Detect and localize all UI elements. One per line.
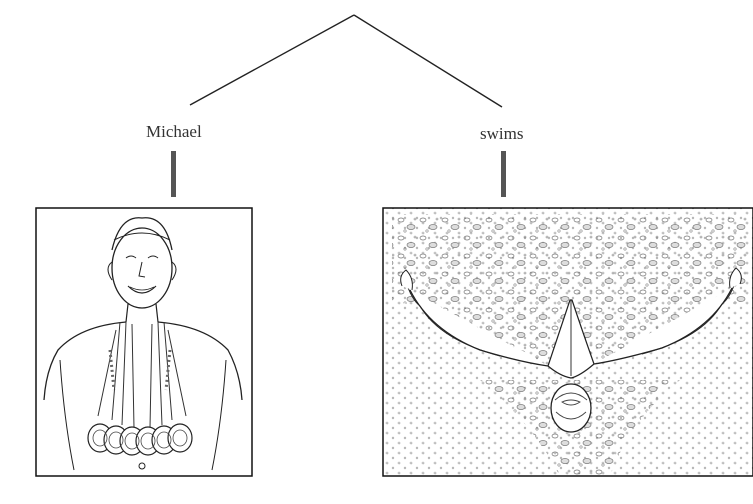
- connector-right: [501, 151, 506, 197]
- branch-left-line: [190, 15, 354, 105]
- connector-left: [171, 151, 176, 197]
- right-node-label: swims: [480, 124, 523, 144]
- left-node-label: Michael: [146, 122, 202, 142]
- medalist-drawing-icon: [36, 208, 252, 476]
- swimmer-drawing-icon: [383, 208, 753, 476]
- branch-right-line: [354, 15, 502, 107]
